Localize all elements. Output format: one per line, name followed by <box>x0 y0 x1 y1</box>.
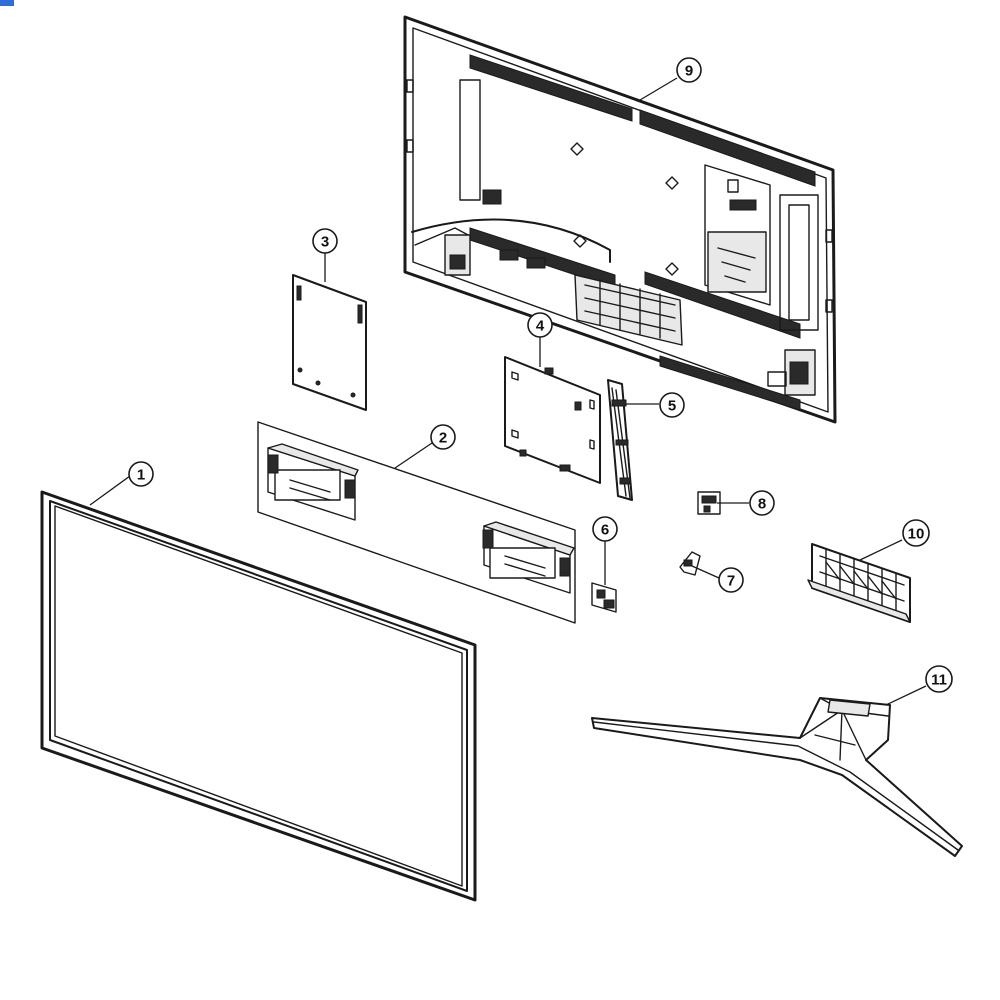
callout-1-label: 1 <box>137 467 145 484</box>
part-power-board <box>292 274 367 411</box>
callout-11-label: 11 <box>931 672 947 689</box>
callout-2-label: 2 <box>439 430 447 447</box>
part-wall-mount-bracket-kit <box>257 421 576 624</box>
part-screen-panel <box>40 490 477 902</box>
callout-9: 9 <box>676 57 702 83</box>
part-rear-cover <box>403 15 837 424</box>
callout-5: 5 <box>659 392 685 418</box>
part-stand-guide <box>807 543 911 623</box>
part-ir-sensor-module <box>697 491 721 515</box>
callout-10: 10 <box>902 519 930 547</box>
callout-1: 1 <box>128 461 154 487</box>
callout-10-label: 10 <box>908 526 925 543</box>
corner-accent-mark <box>0 0 14 6</box>
callout-7-label: 7 <box>727 573 735 590</box>
part-stand-base <box>591 697 963 857</box>
part-ir-sensor-clip <box>679 551 701 576</box>
callout-5-label: 5 <box>668 398 676 415</box>
part-function-board <box>591 582 617 613</box>
callout-6-label: 6 <box>601 522 609 539</box>
callout-8: 8 <box>749 490 775 516</box>
callout-4-label: 4 <box>536 318 545 335</box>
callout-4: 4 <box>527 312 553 338</box>
callout-6: 6 <box>592 516 618 542</box>
leader-lines <box>89 77 927 706</box>
callout-9-label: 9 <box>685 63 693 80</box>
part-main-board <box>504 356 601 484</box>
callout-7: 7 <box>718 567 744 593</box>
part-speaker-bar <box>607 379 633 501</box>
callout-3: 3 <box>312 228 338 254</box>
callout-8-label: 8 <box>758 496 766 513</box>
callout-2: 2 <box>430 424 456 450</box>
callout-3-label: 3 <box>321 234 329 251</box>
callout-11: 11 <box>925 665 953 693</box>
